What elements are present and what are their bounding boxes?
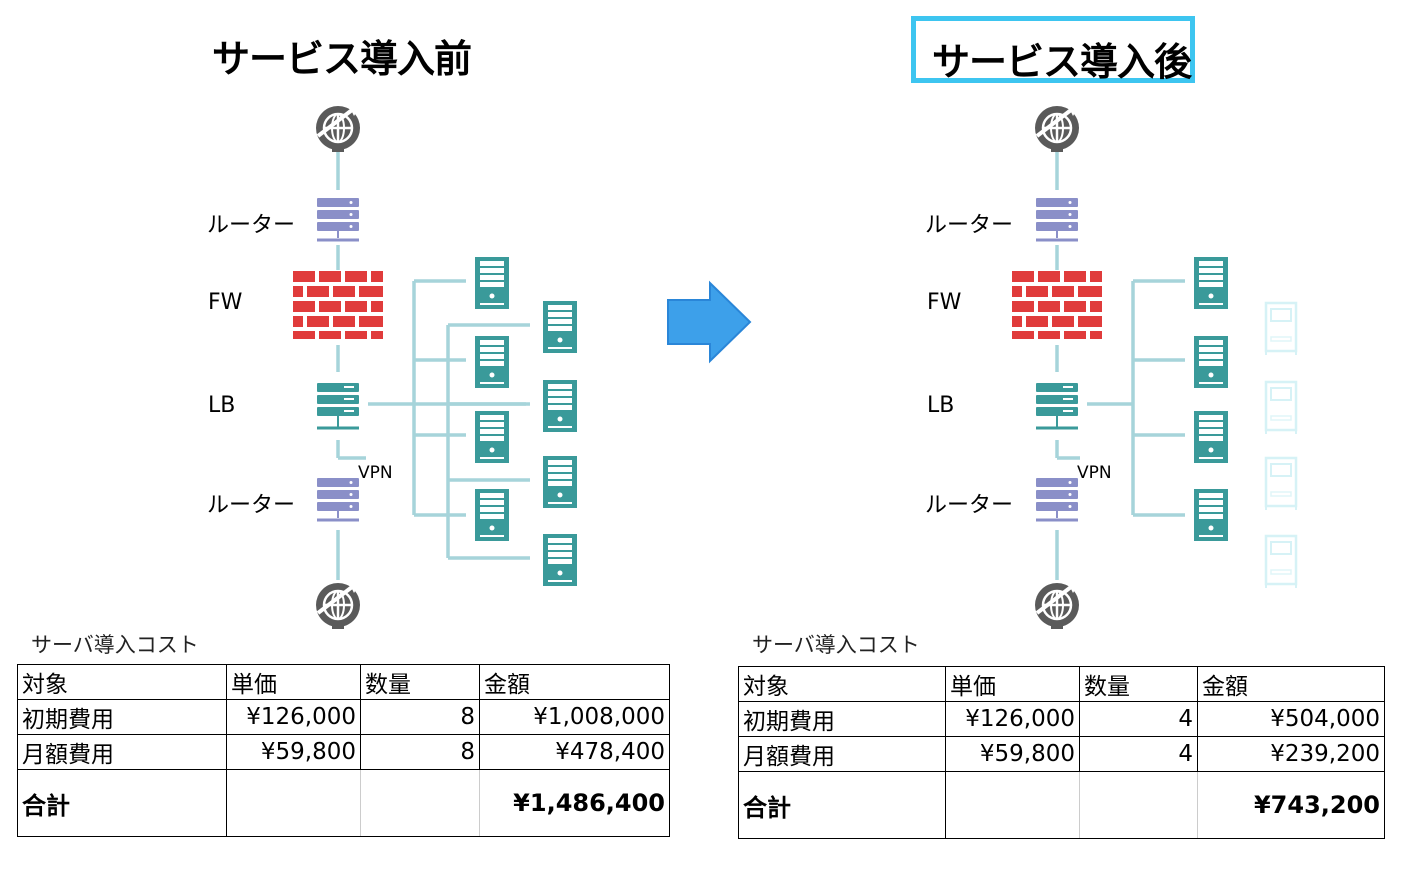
header-cell: 数量: [360, 664, 480, 700]
cell-unit-price: ¥126,000: [226, 699, 361, 735]
header-cell: 金額: [1197, 666, 1385, 702]
cell-unit-price: ¥126,000: [945, 701, 1080, 737]
before-connectors: [336, 152, 530, 580]
empty-cell: [360, 769, 480, 837]
title-after-highlight: [911, 16, 1195, 83]
cell-amount: ¥1,008,000: [479, 699, 670, 735]
right-arrow-icon: [667, 280, 752, 364]
table-header-row: 対象 単価 数量 金額: [738, 666, 1385, 702]
table-total-row: 合計 ¥1,486,400: [17, 769, 670, 837]
cell-amount: ¥504,000: [1197, 701, 1385, 737]
server-icon: [543, 301, 577, 353]
table-row: 月額費用 ¥59,800 4 ¥239,200: [738, 736, 1385, 772]
label-fw: FW: [927, 290, 962, 315]
server-icon: [543, 534, 577, 586]
table-row: 初期費用 ¥126,000 8 ¥1,008,000: [17, 699, 670, 735]
total-value: ¥743,200: [1197, 771, 1385, 839]
server-icon: [475, 411, 509, 463]
label-router-top: ルーター: [207, 213, 296, 238]
internet-globe-icon: [1033, 579, 1081, 631]
table-total-row: 合計 ¥743,200: [738, 771, 1385, 839]
cell-item: 月額費用: [17, 734, 227, 770]
server-icon: [475, 257, 509, 309]
cell-quantity: 8: [360, 699, 480, 735]
header-cell: 対象: [17, 664, 227, 700]
load-balancer-icon: [315, 381, 361, 430]
cell-amount: ¥239,200: [1197, 736, 1385, 772]
total-value: ¥1,486,400: [479, 769, 670, 837]
after-connectors: [1055, 152, 1185, 580]
label-fw: FW: [208, 290, 243, 315]
header-cell: 単価: [945, 666, 1080, 702]
label-lb: LB: [208, 393, 236, 418]
table-row: 月額費用 ¥59,800 8 ¥478,400: [17, 734, 670, 770]
label-router-bottom: ルーター: [925, 493, 1014, 518]
label-vpn: VPN: [1077, 463, 1112, 483]
removed-server-icon: [1264, 534, 1298, 590]
title-before: サービス導入前: [212, 37, 472, 81]
cell-unit-price: ¥59,800: [226, 734, 361, 770]
label-router-bottom: ルーター: [207, 493, 296, 518]
label-vpn: VPN: [358, 463, 393, 483]
table-header-row: 対象 単価 数量 金額: [17, 664, 670, 700]
header-cell: 金額: [479, 664, 670, 700]
cost-caption: サーバ導入コスト: [31, 633, 199, 657]
cost-table-after: 対象 単価 数量 金額 初期費用 ¥126,000 4 ¥504,000 月額費…: [738, 666, 1385, 839]
cell-quantity: 8: [360, 734, 480, 770]
cell-item: 初期費用: [738, 701, 946, 737]
empty-cell: [226, 769, 361, 837]
server-icon: [1194, 489, 1228, 541]
cost-table-before: 対象 単価 数量 金額 初期費用 ¥126,000 8 ¥1,008,000 月…: [17, 664, 670, 837]
server-icon: [1194, 411, 1228, 463]
header-cell: 単価: [226, 664, 361, 700]
empty-cell: [1079, 771, 1198, 839]
server-icon: [475, 489, 509, 541]
router-icon: [315, 196, 361, 242]
cell-amount: ¥478,400: [479, 734, 670, 770]
header-cell: 数量: [1079, 666, 1198, 702]
cell-item: 初期費用: [17, 699, 227, 735]
internet-globe-icon: [1033, 102, 1081, 154]
total-label: 合計: [17, 769, 227, 837]
label-lb: LB: [927, 393, 955, 418]
server-icon: [1194, 336, 1228, 388]
cell-item: 月額費用: [738, 736, 946, 772]
title-after: サービス導入後: [932, 40, 1192, 84]
firewall-icon: [1012, 271, 1102, 339]
load-balancer-icon: [1034, 381, 1080, 430]
router-icon: [1034, 196, 1080, 242]
router-icon: [315, 476, 361, 522]
server-icon: [543, 456, 577, 508]
table-row: 初期費用 ¥126,000 4 ¥504,000: [738, 701, 1385, 737]
cell-quantity: 4: [1079, 736, 1198, 772]
server-icon: [543, 380, 577, 432]
empty-cell: [945, 771, 1080, 839]
cost-caption: サーバ導入コスト: [752, 633, 920, 657]
cell-quantity: 4: [1079, 701, 1198, 737]
internet-globe-icon: [314, 579, 362, 631]
cell-unit-price: ¥59,800: [945, 736, 1080, 772]
firewall-icon: [293, 271, 383, 339]
router-icon: [1034, 476, 1080, 522]
server-icon: [475, 336, 509, 388]
removed-server-icon: [1264, 456, 1298, 512]
removed-server-icon: [1264, 301, 1298, 357]
header-cell: 対象: [738, 666, 946, 702]
total-label: 合計: [738, 771, 946, 839]
removed-server-icon: [1264, 380, 1298, 436]
label-router-top: ルーター: [925, 213, 1014, 238]
internet-globe-icon: [314, 102, 362, 154]
server-icon: [1194, 257, 1228, 309]
